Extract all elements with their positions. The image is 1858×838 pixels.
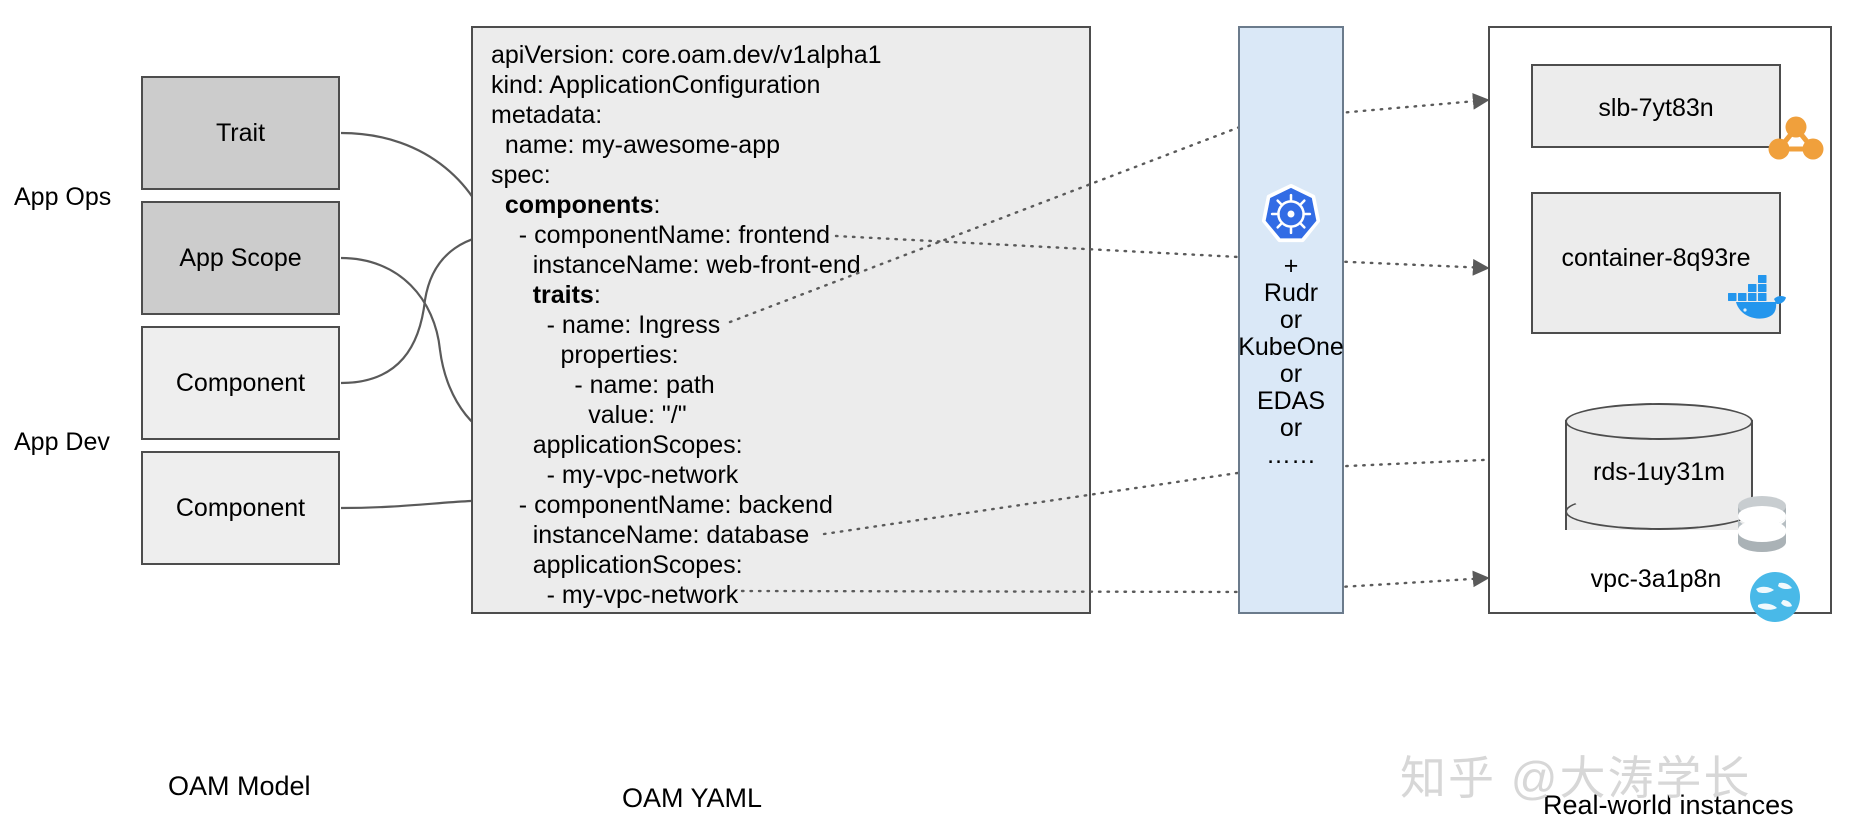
- yaml-line: instanceName: database: [532, 521, 810, 549]
- runtime-column: + Rudr or KubeOne or EDAS or ……: [1238, 26, 1344, 614]
- model-box-component-2[interactable]: Component: [141, 451, 340, 565]
- yaml-line: instanceName: web-front-end: [532, 251, 861, 279]
- role-label-app-dev: App Dev: [14, 428, 110, 456]
- runtime-stack-list: + Rudr or KubeOne or EDAS or ……: [1238, 253, 1344, 469]
- yaml-line: name: my-awesome-app: [504, 131, 781, 159]
- kubernetes-helm-wheel-icon: [1260, 183, 1322, 245]
- runtime-item-kubeone: KubeOne: [1238, 333, 1344, 361]
- runtime-sep-1: or: [1279, 306, 1303, 334]
- instance-rds-label: rds-1uy31m: [1593, 458, 1725, 486]
- model-box-app-scope-label: App Scope: [179, 243, 302, 272]
- yaml-line: applicationScopes:: [532, 551, 743, 579]
- load-balancer-icon: [1768, 112, 1824, 164]
- instance-vpc-label: vpc-3a1p8n: [1590, 565, 1722, 593]
- runtime-sep-3: or: [1279, 414, 1303, 442]
- model-box-component-2-label: Component: [175, 493, 306, 522]
- runtime-item-ellipsis: ……: [1266, 441, 1316, 469]
- caption-real-world-instances: Real-world instances: [1543, 790, 1794, 820]
- yaml-line: spec:: [491, 161, 551, 189]
- yaml-line: kind: ApplicationConfiguration: [491, 71, 821, 99]
- runtime-item-rudr: Rudr: [1263, 279, 1319, 307]
- model-box-trait[interactable]: Trait: [141, 76, 340, 190]
- yaml-line: apiVersion: core.oam.dev/v1alpha1: [491, 41, 882, 69]
- watermark: 知乎 @大涛学长: [1400, 752, 1752, 804]
- instance-slb[interactable]: slb-7yt83n: [1531, 64, 1781, 148]
- instance-container[interactable]: container-8q93re: [1531, 192, 1781, 334]
- yaml-line: - componentName: frontend: [518, 221, 831, 249]
- caption-oam-model: OAM Model: [168, 771, 311, 801]
- model-box-component-1-label: Component: [175, 368, 306, 397]
- yaml-line: - name: Ingress: [546, 311, 721, 339]
- yaml-line: traits:: [532, 281, 601, 309]
- model-box-trait-label: Trait: [215, 118, 266, 147]
- yaml-line: applicationScopes:: [532, 431, 743, 459]
- runtime-plus: +: [1283, 252, 1299, 280]
- yaml-line: components:: [504, 191, 661, 219]
- yaml-line: metadata:: [491, 101, 603, 129]
- role-label-app-ops: App Ops: [14, 183, 112, 211]
- caption-oam-yaml: OAM YAML: [622, 783, 763, 813]
- vpc-globe-icon: [1745, 567, 1805, 625]
- runtime-item-edas: EDAS: [1256, 387, 1326, 415]
- instance-slb-label: slb-7yt83n: [1598, 94, 1714, 122]
- instance-rds[interactable]: rds-1uy31m: [1565, 403, 1753, 547]
- yaml-line: - componentName: backend: [518, 491, 833, 519]
- yaml-line: - name: path: [574, 371, 715, 399]
- yaml-line: - my-vpc-network: [546, 581, 739, 609]
- model-box-component-1[interactable]: Component: [141, 326, 340, 440]
- yaml-line: value: "/": [588, 401, 687, 429]
- instance-container-label: container-8q93re: [1561, 244, 1751, 272]
- database-stack-icon: [1733, 494, 1791, 558]
- yaml-line: - my-vpc-network: [546, 461, 739, 489]
- docker-whale-icon: [1724, 273, 1790, 325]
- rds-cylinder-top: [1565, 403, 1753, 440]
- yaml-line: properties:: [560, 341, 679, 369]
- model-box-app-scope[interactable]: App Scope: [141, 201, 340, 315]
- rds-cylinder-bottom: [1565, 493, 1753, 530]
- real-world-instances-panel: slb-7yt83n container-8q93re: [1488, 26, 1832, 622]
- runtime-sep-2: or: [1279, 360, 1303, 388]
